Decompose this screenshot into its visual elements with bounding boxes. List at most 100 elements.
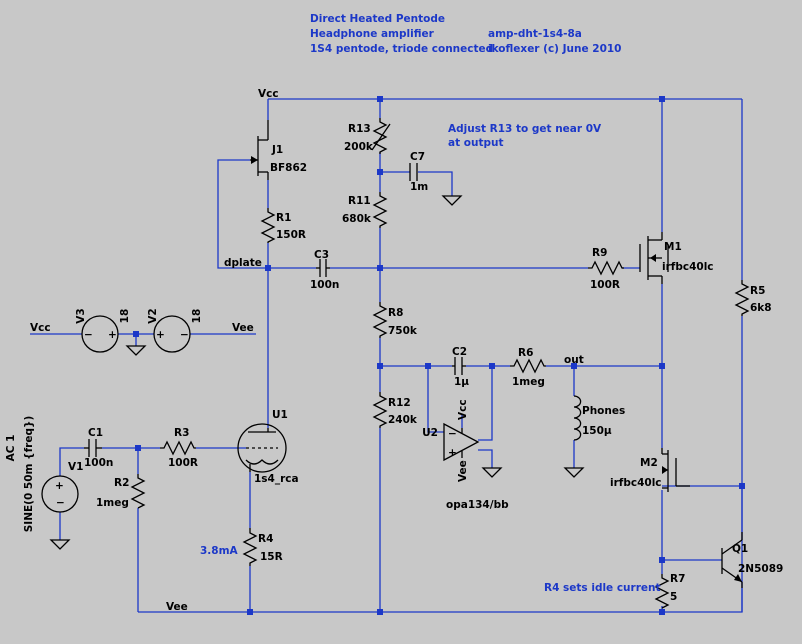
- capacitor-c1: [84, 439, 102, 457]
- resistor-r3: [160, 440, 196, 456]
- r8-ref: R8: [388, 307, 403, 319]
- r3-ref: R3: [174, 427, 189, 439]
- capacitor-c7: [409, 163, 418, 181]
- note-adjust-1: Adjust R13 to get near 0V: [448, 123, 602, 135]
- v3-value: 18: [119, 309, 131, 324]
- resistor-r1: [260, 208, 276, 243]
- m2-ref: M2: [640, 457, 658, 469]
- author: ikoflexer (c) June 2010: [488, 43, 621, 55]
- svg-text:−: −: [56, 497, 65, 509]
- c1-ref: C1: [88, 427, 103, 439]
- net-out: out: [564, 354, 584, 366]
- wires: [30, 98, 743, 613]
- phones-inductor: [573, 395, 582, 441]
- r6-value: 1meg: [512, 376, 545, 388]
- r2-ref: R2: [114, 477, 129, 489]
- r7-value: 5: [670, 591, 677, 603]
- note-current: 3.8mA: [200, 545, 239, 557]
- resistor-r9: [588, 260, 624, 276]
- r5-ref: R5: [750, 285, 765, 297]
- u1-ref: U1: [272, 409, 288, 421]
- jfet-j1: [250, 120, 269, 180]
- mosfet-m2: [661, 448, 690, 492]
- junction-dots: [133, 96, 745, 615]
- v1-sine-label: SINE(0 50m {freq}): [23, 416, 35, 533]
- v2-value: 18: [191, 309, 203, 324]
- c2-value: 1µ: [454, 376, 469, 388]
- r6-ref: R6: [518, 347, 533, 359]
- q1-ref: Q1: [732, 543, 748, 555]
- resistor-r6: [510, 358, 546, 374]
- u2-value: opa134/bb: [446, 499, 509, 511]
- r5-value: 6k8: [750, 302, 772, 314]
- resistor-r13: [372, 118, 388, 154]
- m1-value: irfbc40lc: [662, 261, 714, 273]
- r11-value: 680k: [342, 213, 372, 225]
- c3-ref: C3: [314, 249, 329, 261]
- net-vee-right: Vee: [232, 322, 254, 334]
- resistor-r7: [654, 574, 670, 609]
- potentiometer-arrow: [371, 123, 391, 151]
- q1-value: 2N5089: [738, 563, 783, 575]
- title-line-1: Direct Heated Pentode: [310, 13, 445, 25]
- r11-ref: R11: [348, 195, 371, 207]
- file-id: amp-dht-1s4-8a: [488, 28, 582, 40]
- svg-text:−: −: [84, 329, 93, 341]
- resistor-r12: [372, 392, 388, 428]
- svg-text:+: +: [108, 329, 117, 341]
- r9-ref: R9: [592, 247, 607, 259]
- m1-ref: M1: [664, 241, 682, 253]
- opamp-u2: − +: [443, 422, 480, 462]
- capacitor-c3: [316, 259, 330, 277]
- r4-value: 15R: [260, 551, 283, 563]
- title-line-3: 1S4 pentode, triode connected: [310, 43, 493, 55]
- net-vcc-top: Vcc: [258, 88, 279, 100]
- mosfet-m1: [639, 232, 669, 284]
- v1-ref: V1: [68, 461, 83, 473]
- u2-ref: U2: [422, 427, 438, 439]
- r12-ref: R12: [388, 397, 411, 409]
- m2-value: irfbc40lc: [610, 477, 662, 489]
- source-v3: − +: [81, 315, 119, 353]
- resistor-r11: [372, 192, 388, 228]
- phones-ref: Phones: [582, 405, 625, 417]
- r4-ref: R4: [258, 533, 273, 545]
- c7-value: 1m: [410, 181, 428, 193]
- v1-ac-label: AC 1: [5, 435, 17, 462]
- capacitor-c2: [452, 357, 466, 375]
- source-v2: + −: [153, 315, 191, 353]
- c2-ref: C2: [452, 346, 467, 358]
- r1-ref: R1: [276, 212, 291, 224]
- u1-value: 1s4_rca: [254, 473, 299, 485]
- svg-text:+: +: [156, 329, 165, 341]
- r3-value: 100R: [168, 457, 198, 469]
- resistor-r8: [372, 302, 388, 338]
- c7-ref: C7: [410, 151, 425, 163]
- svg-text:−: −: [448, 428, 457, 440]
- svg-text:+: +: [448, 447, 457, 459]
- net-dplate: dplate: [224, 257, 262, 269]
- tube-u1: [237, 423, 287, 473]
- r8-value: 750k: [388, 325, 418, 337]
- v3-ref: V3: [75, 308, 87, 323]
- u2-vcc: Vcc: [457, 399, 469, 420]
- title-line-2: Headphone amplifier: [310, 28, 435, 40]
- ground-symbols: [49, 195, 585, 550]
- c3-value: 100n: [310, 279, 339, 291]
- svg-text:+: +: [55, 480, 64, 492]
- net-vcc-left: Vcc: [30, 322, 51, 334]
- r1-value: 150R: [276, 229, 306, 241]
- r12-value: 240k: [388, 414, 418, 426]
- net-vee-bottom: Vee: [166, 601, 188, 613]
- r7-ref: R7: [670, 573, 685, 585]
- svg-text:−: −: [180, 329, 189, 341]
- r9-value: 100R: [590, 279, 620, 291]
- j1-value: BF862: [270, 162, 307, 174]
- note-adjust-2: at output: [448, 137, 503, 149]
- r13-ref: R13: [348, 123, 371, 135]
- r2-value: 1meg: [96, 497, 129, 509]
- j1-ref: J1: [271, 144, 283, 156]
- v2-ref: V2: [147, 308, 159, 323]
